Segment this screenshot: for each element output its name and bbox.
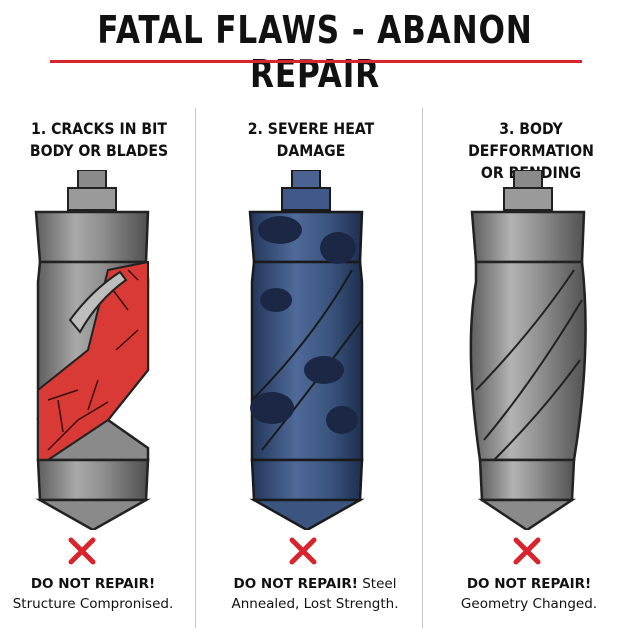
panel-title-line: BODY OR BLADES xyxy=(29,141,169,160)
do-not-repair-label: DO NOT REPAIR! xyxy=(466,576,592,592)
bent-drill-bit-illustration xyxy=(469,170,587,530)
x-mark-icon xyxy=(68,537,96,565)
verdict-detail: Geometry Changed. xyxy=(460,596,598,612)
panel-heat-damage: 2. SEVERE HEAT DAMAGE xyxy=(206,118,416,162)
panel-title-line: 1. CRACKS IN BIT xyxy=(31,119,167,138)
x-mark-icon xyxy=(289,537,317,565)
panel-cracks: 1. CRACKS IN BIT BODY OR BLADES xyxy=(0,118,204,162)
verdict-detail: Annealed, Lost Strength. xyxy=(231,596,399,612)
heat-damaged-drill-bit-illustration xyxy=(248,170,365,530)
title-underline xyxy=(50,60,582,63)
x-mark-icon xyxy=(513,537,541,565)
panel-title-line: DAMAGE xyxy=(276,141,346,160)
verdict-detail-inline: Steel xyxy=(362,576,397,592)
panel-verdict: DO NOT REPAIR! Structure Compronised. xyxy=(0,574,198,614)
column-divider xyxy=(195,108,196,628)
cracked-drill-bit-illustration xyxy=(34,170,151,530)
panel-title-line: 2. SEVERE HEAT xyxy=(247,119,375,138)
verdict-detail: Structure Compronised. xyxy=(12,596,174,612)
panel-title-line: 3. BODY DEFFORMATION xyxy=(468,119,594,160)
page-title: FATAL FLAWS - ABANON REPAIR xyxy=(97,8,533,96)
do-not-repair-label: DO NOT REPAIR! xyxy=(30,576,156,592)
column-divider xyxy=(422,108,423,628)
do-not-repair-label: DO NOT REPAIR! xyxy=(233,576,358,592)
panel-verdict: DO NOT REPAIR! Geometry Changed. xyxy=(424,574,630,614)
panel-verdict: DO NOT REPAIR! Steel Annealed, Lost Stre… xyxy=(210,574,420,614)
